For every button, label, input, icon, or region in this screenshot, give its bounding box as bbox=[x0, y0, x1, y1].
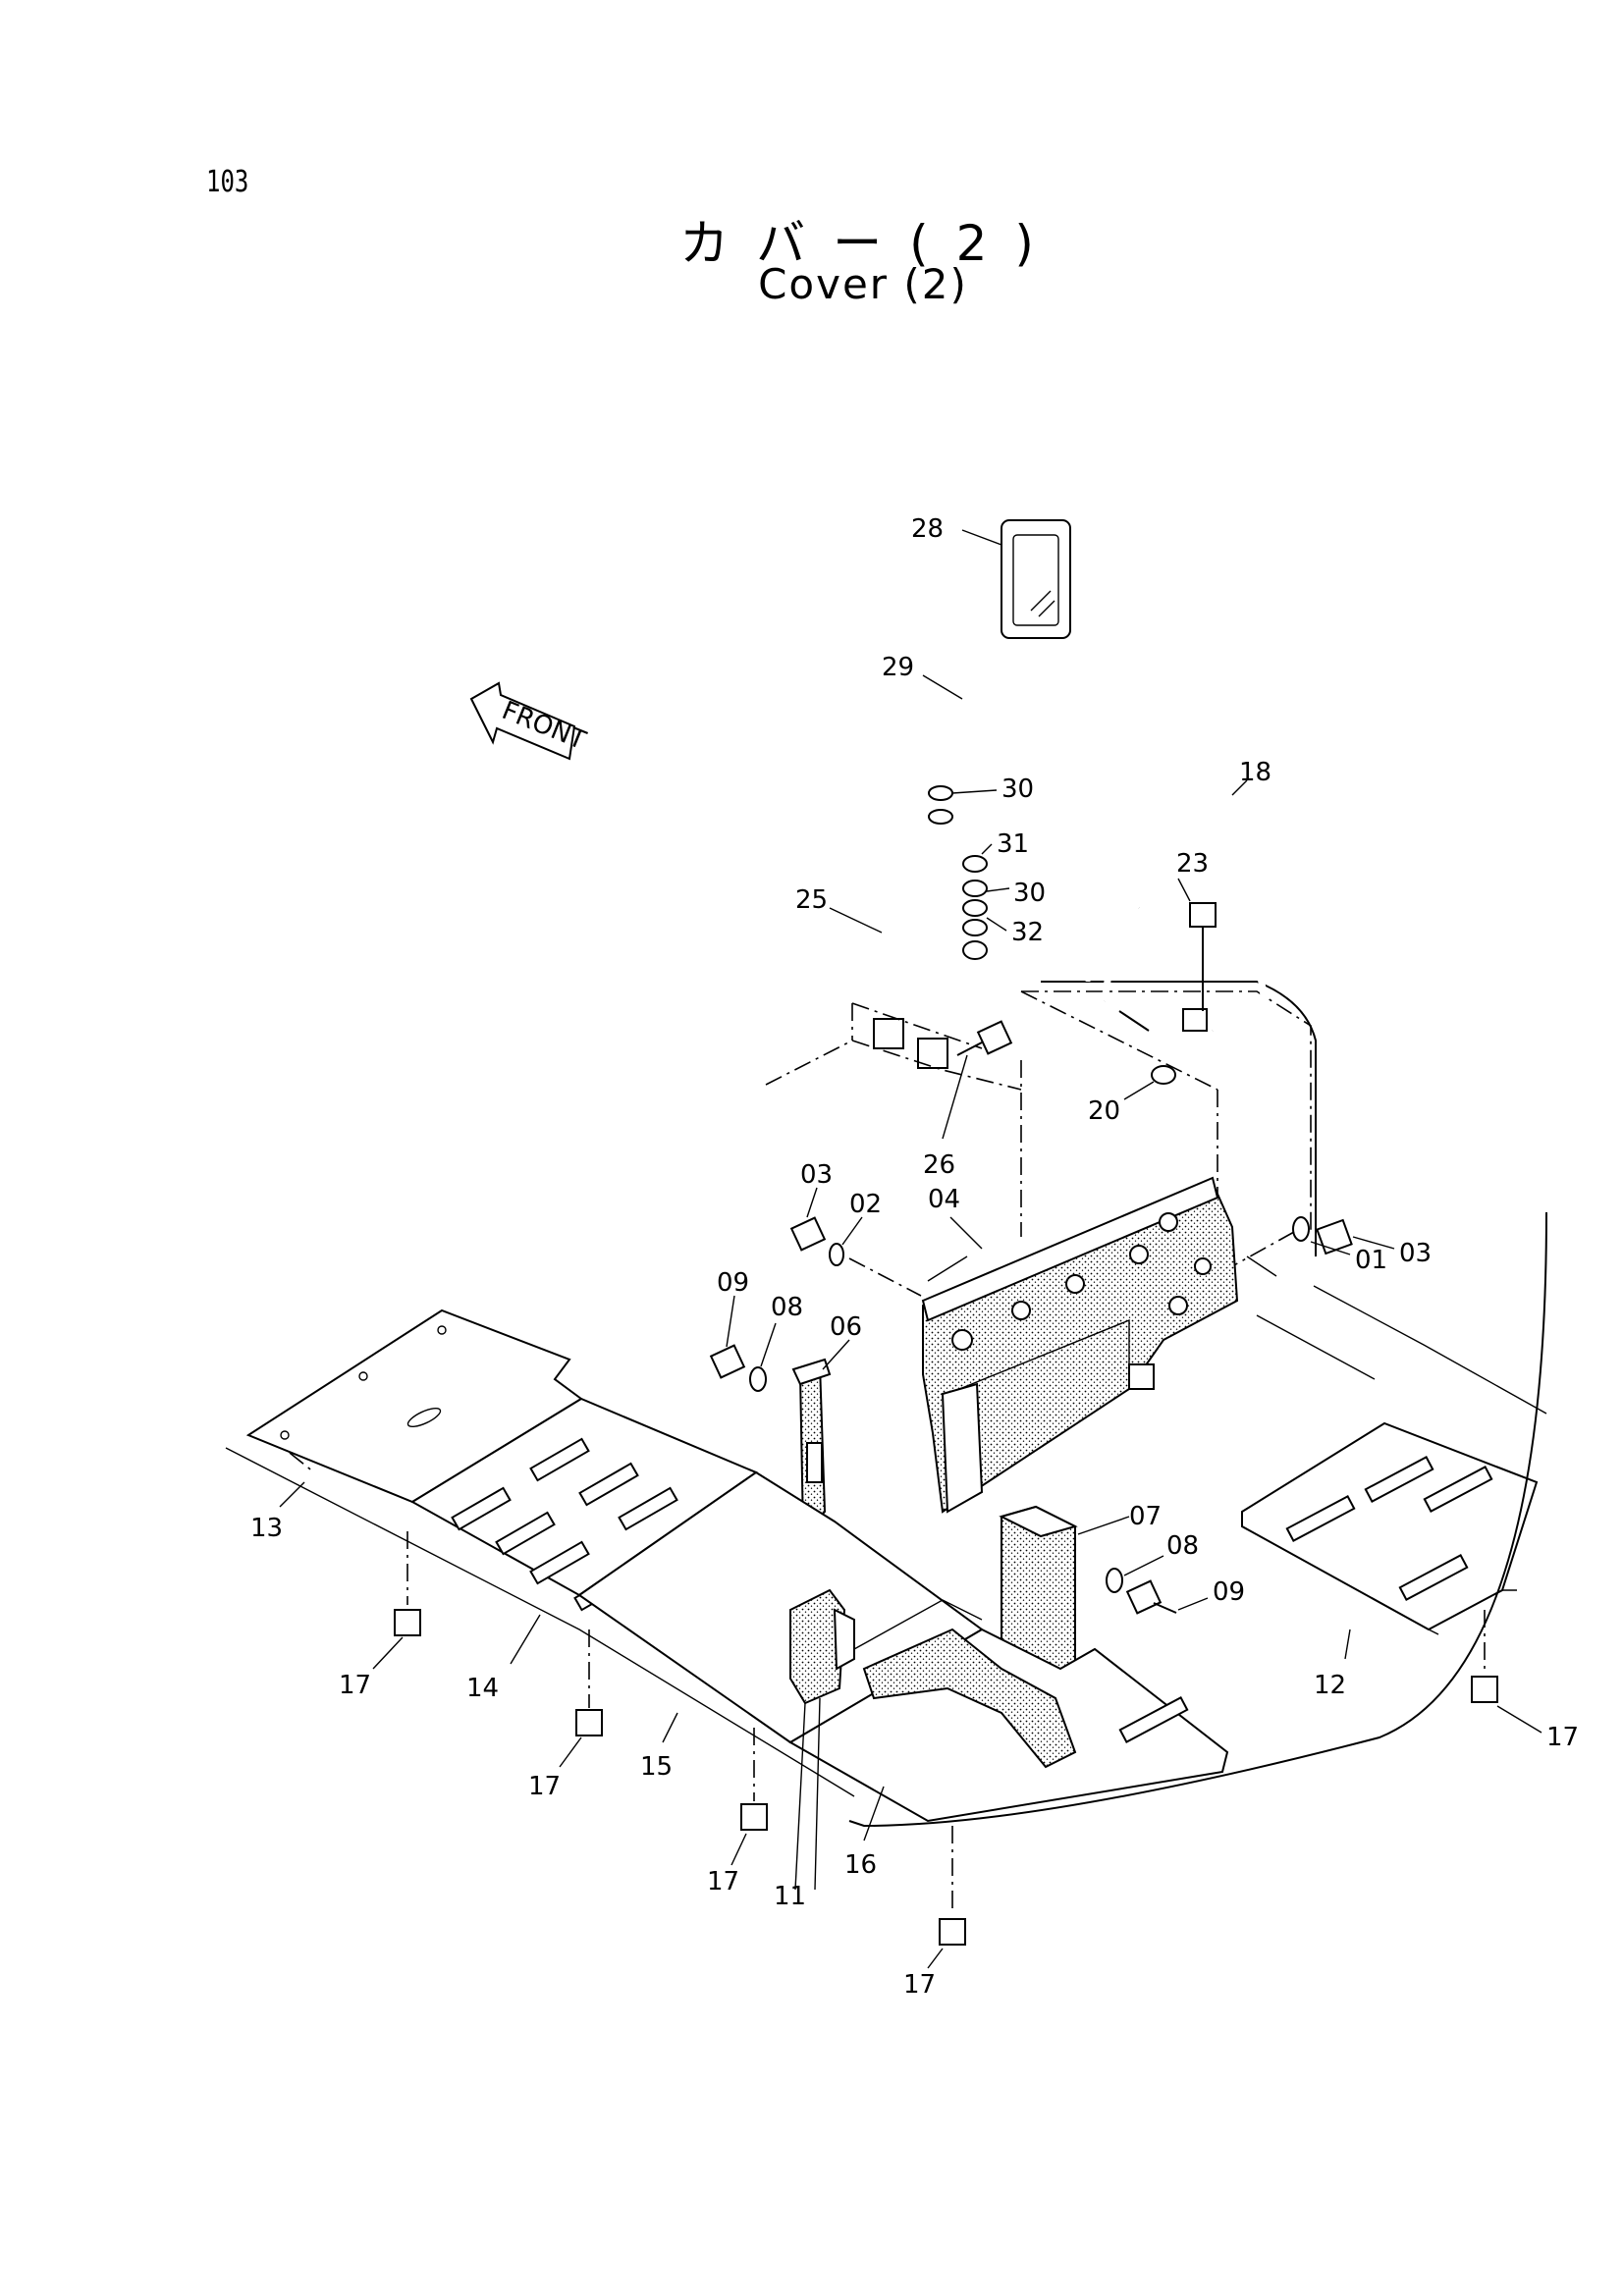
label-23: 23 bbox=[1176, 849, 1209, 879]
label-31: 31 bbox=[997, 829, 1029, 859]
front-label: FRONT bbox=[498, 696, 590, 756]
label-16: 16 bbox=[844, 1850, 877, 1880]
label-25: 25 bbox=[795, 885, 828, 915]
label-15: 15 bbox=[640, 1752, 673, 1782]
bolt-17-c: 17 bbox=[707, 1728, 768, 1896]
label-03a: 03 bbox=[800, 1160, 833, 1190]
label-06: 06 bbox=[830, 1312, 862, 1342]
front-arrow-icon: FRONT bbox=[469, 681, 590, 761]
bolt-17-b: 17 bbox=[528, 1629, 603, 1801]
label-12: 12 bbox=[1314, 1671, 1346, 1700]
bolt-17-e: 17 bbox=[1471, 1610, 1579, 1752]
label-08a: 08 bbox=[771, 1293, 803, 1322]
label-13: 13 bbox=[250, 1514, 283, 1543]
label-17a: 17 bbox=[339, 1671, 371, 1700]
label-09a: 09 bbox=[717, 1268, 749, 1298]
label-28: 28 bbox=[911, 514, 944, 544]
label-17b: 17 bbox=[528, 1772, 561, 1801]
label-17c: 17 bbox=[707, 1867, 739, 1896]
label-32: 32 bbox=[1011, 918, 1044, 947]
label-02: 02 bbox=[849, 1190, 882, 1219]
label-17e: 17 bbox=[1546, 1723, 1579, 1752]
label-30b: 30 bbox=[1013, 879, 1046, 908]
bolt-17-d: 17 bbox=[903, 1826, 966, 2000]
label-11: 11 bbox=[774, 1882, 806, 1911]
label-29: 29 bbox=[882, 653, 914, 682]
label-01: 01 bbox=[1355, 1246, 1387, 1275]
label-07: 07 bbox=[1129, 1502, 1162, 1531]
label-20: 20 bbox=[1088, 1096, 1120, 1126]
bolt-17-a: 17 bbox=[339, 1531, 421, 1700]
title-english: Cover (2) bbox=[758, 260, 968, 308]
label-30a: 30 bbox=[1001, 774, 1034, 804]
label-17d: 17 bbox=[903, 1970, 936, 2000]
label-03b: 03 bbox=[1399, 1239, 1432, 1268]
label-26: 26 bbox=[923, 1150, 955, 1180]
title-japanese: カバー(2) bbox=[679, 215, 1061, 272]
label-04: 04 bbox=[928, 1185, 960, 1214]
label-09b: 09 bbox=[1213, 1577, 1245, 1607]
label-18: 18 bbox=[1239, 758, 1271, 787]
page-number: 103 bbox=[206, 165, 249, 199]
label-14: 14 bbox=[466, 1674, 499, 1703]
label-08b: 08 bbox=[1166, 1531, 1199, 1561]
mirror-part bbox=[1001, 519, 1071, 639]
